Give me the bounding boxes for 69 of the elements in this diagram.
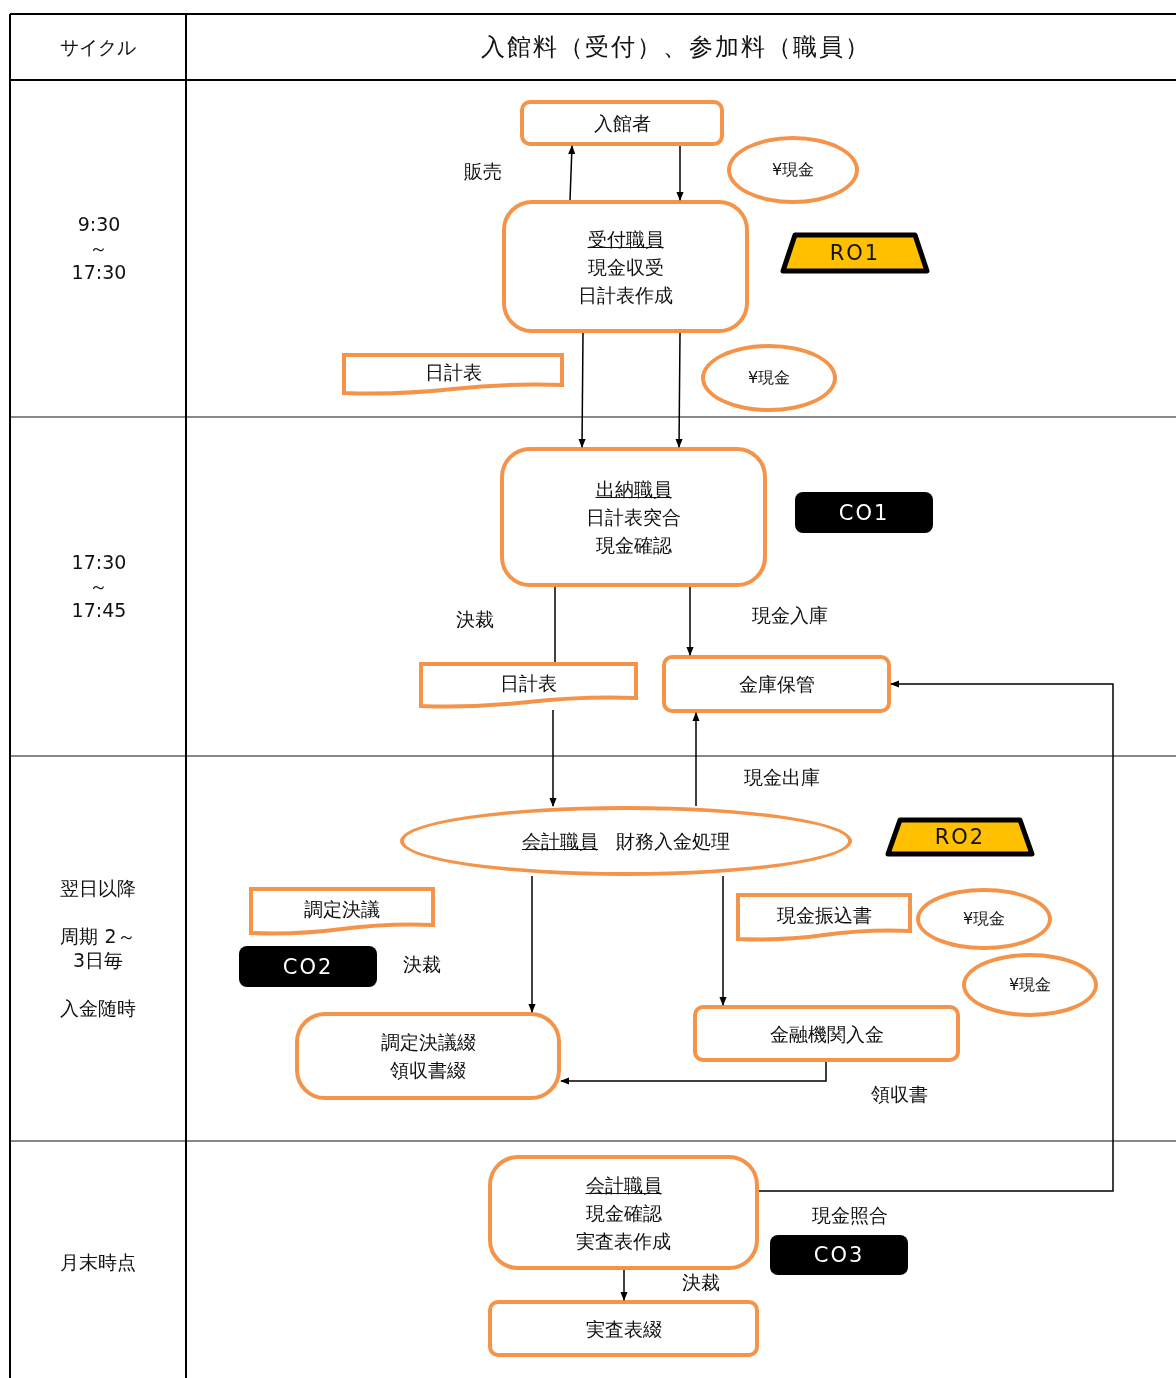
node-text: RO1	[829, 240, 881, 267]
node-text: 金庫保管	[738, 672, 815, 697]
node-text: 領収書綴	[390, 1058, 466, 1083]
column-header: 入館料（受付）、参加料（職員）	[481, 35, 871, 59]
node-title: 会計職員	[585, 1172, 662, 1198]
arrow	[758, 680, 1114, 1192]
node-text: ¥現金	[747, 367, 791, 389]
node-text: RO2	[934, 824, 986, 851]
node-title: 調定決議綴	[380, 1030, 476, 1055]
node-text: 日計表作成	[578, 282, 673, 308]
node-text: 金融機関入金	[769, 1021, 884, 1047]
process-box	[488, 1300, 759, 1357]
node-title: 受付職員	[587, 226, 664, 252]
arrow	[675, 332, 683, 448]
time-label: 月末時点	[60, 1250, 136, 1274]
node-text: ¥現金	[962, 908, 1006, 930]
node-text: 財務入金処理	[616, 829, 730, 854]
arrow	[620, 1269, 628, 1301]
control-tag	[239, 946, 377, 987]
node-text: 調定決議	[304, 897, 380, 922]
column-header: サイクル	[60, 35, 136, 59]
arrow	[528, 875, 536, 1013]
node-text: 現金収受	[587, 254, 664, 280]
arrow	[568, 145, 576, 201]
node-text: 日計表	[424, 360, 482, 385]
node-text: CO1	[838, 499, 890, 527]
node-text: 現金確認	[595, 533, 672, 558]
edge-label: 領収書	[868, 1082, 930, 1108]
risk-tag	[781, 233, 929, 273]
document-shape	[736, 893, 912, 943]
process-box	[693, 1005, 960, 1062]
time-label: 翌日以降	[60, 876, 136, 900]
node-text: 現金振込書	[776, 903, 872, 928]
edge-label: 現金照合	[810, 1203, 890, 1229]
control-tag	[795, 492, 933, 533]
process-box	[662, 655, 891, 713]
process-box	[502, 200, 749, 333]
arrow	[560, 1061, 827, 1085]
time-label: 周期 2～3日毎	[59, 924, 137, 972]
process-box	[500, 447, 767, 587]
arrow	[676, 145, 684, 201]
document-shape	[419, 662, 638, 710]
node-text: 入館者	[593, 111, 651, 136]
time-label: 17:30 ～ 17:45	[71, 550, 127, 622]
risk-tag	[886, 818, 1034, 856]
node-text: 現金確認	[585, 1200, 662, 1226]
arrow	[692, 712, 700, 807]
node-text: ¥現金	[771, 159, 815, 181]
node-title: 会計職員	[522, 829, 598, 854]
node-text: CO3	[813, 1242, 865, 1269]
document-shape	[249, 887, 435, 937]
node-text: CO2	[282, 953, 334, 981]
node-title: 出納職員	[595, 477, 672, 502]
time-label: 9:30 ～ 17:30	[71, 212, 127, 284]
process-box	[520, 100, 724, 146]
arrow	[549, 709, 557, 807]
process-box	[488, 1155, 759, 1270]
arrow	[686, 586, 694, 656]
arrow	[578, 332, 586, 448]
control-tag	[770, 1235, 908, 1275]
node-text: ¥現金	[1008, 974, 1052, 996]
node-text: 実査表綴	[585, 1316, 662, 1342]
node-text: 日計表突合	[586, 505, 681, 530]
time-label: 入金随時	[60, 996, 136, 1020]
document-shape	[342, 353, 564, 397]
process-box	[295, 1012, 561, 1100]
node-text: 実査表作成	[576, 1228, 671, 1254]
node-text: 日計表	[500, 671, 557, 696]
arrow	[719, 875, 727, 1006]
